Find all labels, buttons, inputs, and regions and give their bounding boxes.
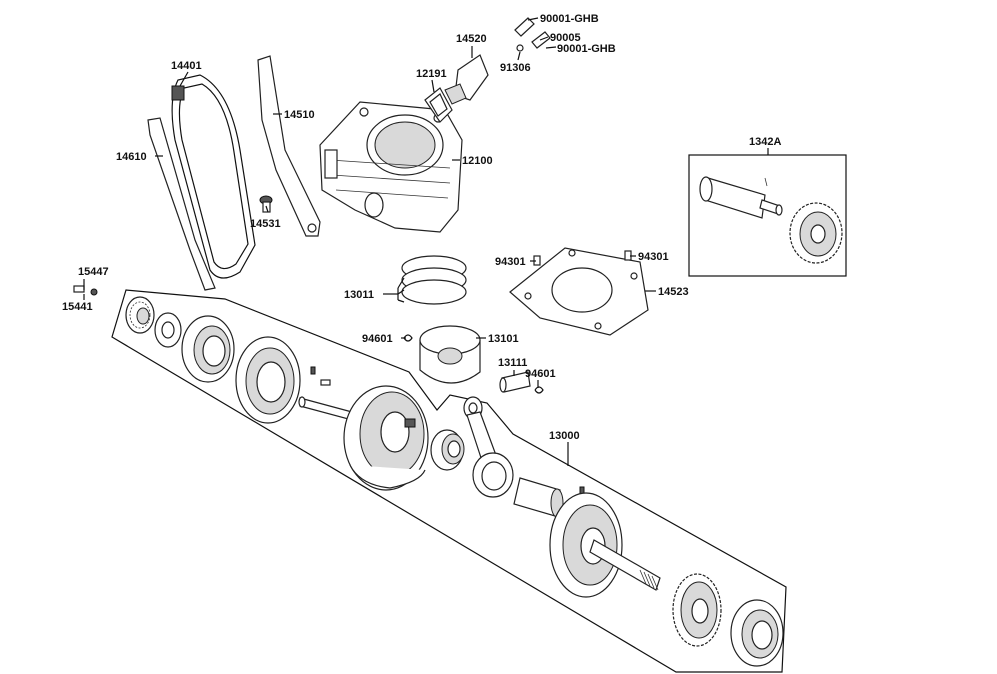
crankshaft-assembly-outline: [111, 289, 787, 673]
piston-rings: [401, 255, 467, 305]
label-14510: 14510: [284, 109, 315, 121]
label-14520: 14520: [456, 33, 487, 45]
label-90001-ghb-b: 90001-GHB: [557, 43, 616, 55]
label-94301-b: 94301: [638, 251, 669, 263]
piston: [419, 325, 481, 384]
label-12191: 12191: [416, 68, 447, 80]
label-13101: 13101: [488, 333, 519, 345]
crank-drive-gear: [672, 573, 722, 647]
label-94301-a: 94301: [495, 256, 526, 268]
label-1342a: 1342A: [749, 136, 781, 148]
piston-pin: [499, 371, 531, 393]
leader-lines: [83, 17, 769, 466]
chain-tensioner-guide: [257, 55, 321, 237]
cylinder-base-gasket: [509, 247, 649, 336]
cam-chain-tensioner: [444, 54, 489, 105]
crankcase-bolt: [73, 285, 98, 296]
woodruff-key-b: [320, 379, 331, 386]
label-14610: 14610: [116, 151, 147, 163]
piston-clip-a: [403, 334, 413, 342]
crank-web-left: [298, 385, 429, 491]
crank-bearing-left: [181, 315, 235, 383]
crank-washer: [154, 312, 182, 348]
tensioner-gasket: [424, 87, 453, 123]
label-91306: 91306: [500, 62, 531, 74]
crankshaft-assembly-group: [111, 289, 787, 673]
label-14523: 14523: [658, 286, 689, 298]
oil-seal: [235, 336, 301, 424]
label-94601-b: 94601: [525, 368, 556, 380]
label-90001-ghb-a: 90001-GHB: [540, 13, 599, 25]
crank-web-right: [549, 492, 661, 598]
timing-sprocket: [125, 296, 155, 334]
label-13111: 13111: [498, 357, 527, 369]
label-12100: 12100: [462, 155, 493, 167]
label-13011: 13011: [344, 289, 374, 301]
chain-guide-left: [147, 117, 216, 291]
guide-bolt: [259, 195, 273, 213]
cam-chain: [171, 74, 256, 279]
label-90005: 90005: [550, 32, 581, 44]
cylinder-block: [319, 101, 463, 233]
label-14531: 14531: [250, 218, 281, 230]
crank-bearing-right: [730, 599, 784, 667]
woodruff-key-a: [310, 366, 316, 375]
crank-pin: [513, 477, 564, 518]
label-15447: 15447: [78, 266, 109, 278]
crank-bushing: [430, 429, 465, 471]
label-13000: 13000: [549, 430, 580, 442]
connecting-rod: [463, 396, 514, 498]
part-labels: 90001-GHB 90005 90001-GHB 91306 14520 12…: [62, 13, 781, 442]
label-94601-a: 94601: [362, 333, 393, 345]
balancer-inset: [688, 154, 847, 277]
piston-clip-b: [534, 386, 544, 394]
label-15441: 15441: [62, 301, 93, 313]
label-14401: 14401: [171, 60, 202, 72]
